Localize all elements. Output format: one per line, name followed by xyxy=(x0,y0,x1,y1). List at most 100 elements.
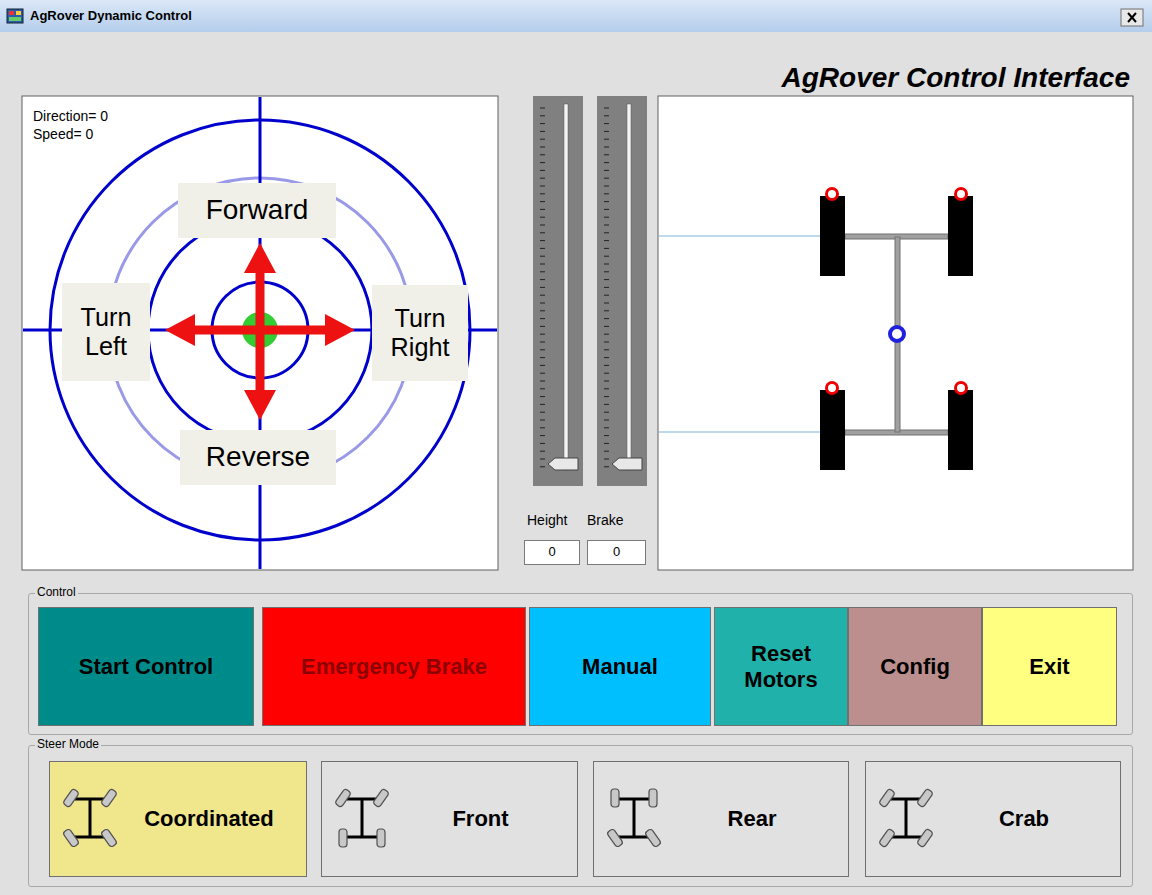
tick-mark xyxy=(604,225,609,226)
tick-mark xyxy=(604,412,609,413)
tick-mark xyxy=(604,232,609,233)
tick-mark xyxy=(604,388,609,389)
slider-tracks xyxy=(533,96,647,486)
status-text: Speed= 0 xyxy=(33,126,93,142)
wheel-icon xyxy=(917,788,934,807)
button-label: Coordinated xyxy=(144,806,274,831)
tick-mark xyxy=(604,318,609,319)
joystick-panel xyxy=(22,96,498,570)
tick-mark xyxy=(540,131,545,132)
button-label: Reverse xyxy=(206,441,310,473)
tick-mark xyxy=(604,240,609,241)
tick-mark xyxy=(604,147,609,148)
wheel-icon xyxy=(335,788,352,807)
button-label: Crab xyxy=(999,806,1049,831)
tick-mark xyxy=(604,115,609,116)
button-label: Turn Left xyxy=(64,303,148,361)
tick-mark xyxy=(540,365,545,366)
tick-mark xyxy=(604,404,609,405)
tick-mark xyxy=(604,279,609,280)
button-label: Config xyxy=(880,654,950,679)
tick-mark xyxy=(540,427,545,428)
tick-mark xyxy=(540,303,545,304)
tick-mark xyxy=(604,154,609,155)
tick-mark xyxy=(540,404,545,405)
tick-mark xyxy=(604,256,609,257)
button-label: Exit xyxy=(1029,654,1069,679)
status-text: Direction= 0 xyxy=(33,108,108,124)
tick-mark xyxy=(540,108,545,109)
button-label: 0 xyxy=(613,545,620,560)
direction-label-box: Reverse xyxy=(180,430,336,485)
direction-label-box: Turn Right xyxy=(372,285,468,381)
tick-mark xyxy=(540,217,545,218)
wheel-icon xyxy=(373,788,390,807)
app-icon xyxy=(7,9,23,23)
direction-arrows xyxy=(165,243,355,420)
exit-button: Exit xyxy=(982,607,1117,726)
tick-mark xyxy=(540,240,545,241)
joystick-rings xyxy=(23,97,497,569)
button-label: Forward xyxy=(206,194,309,226)
button-label: Emergency Brake xyxy=(301,654,487,679)
control-groupbox: ControlStart ControlEmergency BrakeManua… xyxy=(28,593,1133,735)
button-label: Reset Motors xyxy=(731,641,831,692)
wheel-icon xyxy=(879,788,896,807)
wheel-icon xyxy=(377,829,385,847)
title-bar xyxy=(0,0,1152,32)
button-label: Start Control xyxy=(79,654,213,679)
tick-mark xyxy=(540,139,545,140)
tick-mark xyxy=(540,225,545,226)
tick-mark xyxy=(540,178,545,179)
tick-mark xyxy=(604,451,609,452)
tick-mark xyxy=(604,334,609,335)
tick-mark xyxy=(604,342,609,343)
button-label: Manual xyxy=(582,654,658,679)
tick-mark xyxy=(540,381,545,382)
tick-mark xyxy=(540,373,545,374)
tick-mark xyxy=(540,170,545,171)
tick-mark xyxy=(604,420,609,421)
tick-mark xyxy=(604,396,609,397)
tick-mark xyxy=(540,459,545,460)
tick-mark xyxy=(604,193,609,194)
tick-mark xyxy=(604,209,609,210)
tick-mark xyxy=(604,326,609,327)
wheel-icon xyxy=(879,828,896,847)
tick-mark xyxy=(604,303,609,304)
tick-mark xyxy=(604,170,609,171)
button-label: Front xyxy=(452,806,508,831)
steer-icon xyxy=(604,786,664,850)
tick-mark xyxy=(604,271,609,272)
tick-mark xyxy=(540,147,545,148)
tick-mark xyxy=(604,123,609,124)
value-textbox: 0 xyxy=(587,540,646,565)
value-textbox: 0 xyxy=(524,540,580,565)
manual-button: Manual xyxy=(529,607,711,726)
reset-button: Reset Motors xyxy=(714,607,848,726)
tick-mark xyxy=(604,162,609,163)
tick-mark xyxy=(540,209,545,210)
steer-mode-button: Crab xyxy=(865,761,1121,877)
tick-mark xyxy=(604,357,609,358)
group-caption: Steer Mode xyxy=(35,738,101,752)
steer-mode-groupbox: Steer ModeCoordinatedFrontRearCrab xyxy=(28,745,1133,887)
tick-mark xyxy=(540,310,545,311)
wheel-icon xyxy=(63,828,80,847)
tick-mark xyxy=(540,334,545,335)
tick-mark xyxy=(540,318,545,319)
wheel-icon xyxy=(339,829,347,847)
wheel-icon xyxy=(611,789,619,807)
wheel-icon xyxy=(645,828,662,847)
tick-mark xyxy=(540,271,545,272)
tick-mark xyxy=(540,248,545,249)
tick-mark xyxy=(604,287,609,288)
direction-label-box: Forward xyxy=(178,183,336,238)
tick-mark xyxy=(604,139,609,140)
tick-mark xyxy=(604,201,609,202)
tick-mark xyxy=(540,115,545,116)
tick-mark xyxy=(540,295,545,296)
tick-mark xyxy=(540,279,545,280)
tick-mark xyxy=(540,193,545,194)
